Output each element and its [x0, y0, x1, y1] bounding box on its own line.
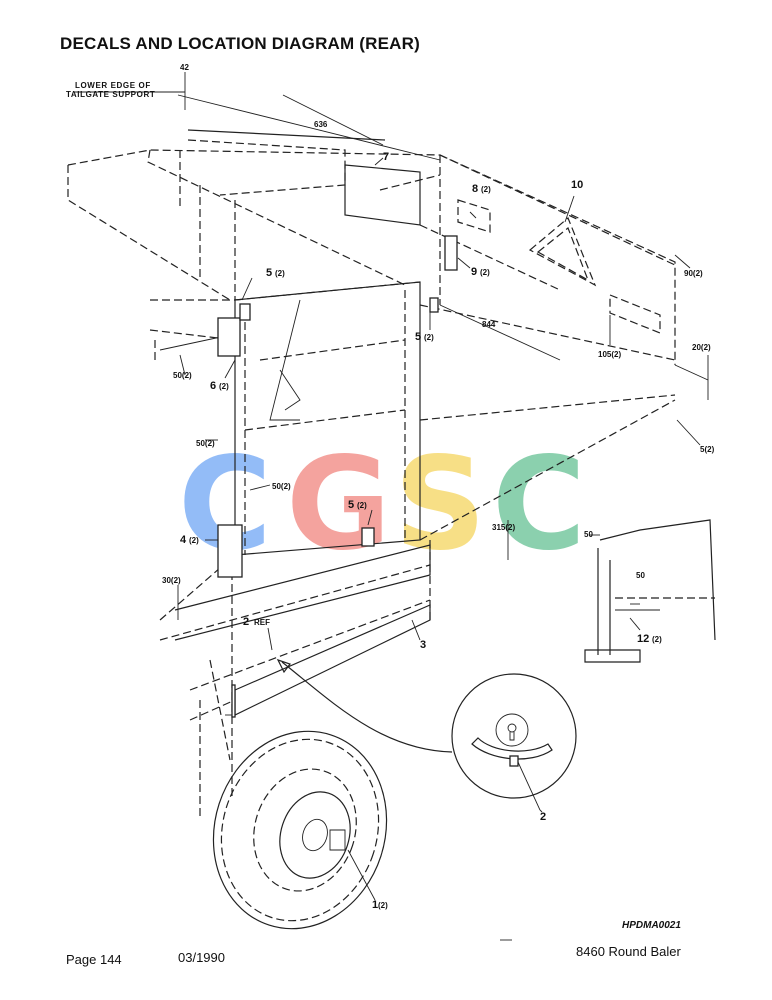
dim-5-right: 5(2)	[700, 445, 715, 454]
dim-50-inset-top: 50	[584, 530, 593, 539]
dim-105: 105(2)	[598, 350, 621, 359]
tailgate-top-structure	[67, 91, 676, 365]
dim-844: 844	[482, 320, 496, 329]
decal-9	[444, 235, 458, 271]
callout-5-top-qty: (2)	[275, 269, 285, 278]
decal-5-center	[361, 527, 375, 547]
callout-12-qty: (2)	[652, 635, 662, 644]
dim-42: 42	[180, 63, 189, 72]
dim-50-b: 50(2)	[196, 439, 215, 448]
watermark-letter-s: S	[394, 430, 486, 579]
lower-edge-label-line2: TAILGATE SUPPORT	[66, 90, 155, 99]
dim-50-inset: 50	[636, 571, 645, 580]
lower-edge-label-line1: LOWER EDGE OF	[75, 81, 151, 90]
side-panel	[149, 281, 676, 556]
zoom-detail	[276, 658, 577, 811]
dim-20: 20(2)	[692, 343, 711, 352]
drawing-code: HPDMA0021	[622, 920, 681, 931]
decal-6	[217, 317, 241, 357]
watermark-letter-c2: C	[492, 430, 586, 579]
decal-4	[217, 524, 243, 578]
callout-2: 2	[540, 811, 546, 823]
decal-10	[528, 217, 597, 287]
callout-5-top: 5	[266, 267, 272, 279]
callout-2-ref: 2	[243, 616, 249, 628]
callout-8: 8	[472, 183, 478, 195]
callout-4-qty: (2)	[189, 536, 199, 545]
product-name: 8460 Round Baler	[576, 944, 681, 959]
callout-8-qty: (2)	[481, 185, 491, 194]
callout-6: 6	[210, 380, 216, 392]
annotations: LOWER EDGE OF TAILGATE SUPPORT 42 636 84…	[66, 63, 715, 585]
callout-7: 7	[383, 151, 389, 163]
lower-frame	[159, 540, 431, 820]
decal-5-top	[239, 303, 251, 321]
callout-4: 4	[180, 534, 187, 546]
callout-5-mid-qty: (2)	[424, 333, 434, 342]
page-number: Page 144	[66, 952, 122, 967]
leader-lines	[177, 72, 709, 901]
callout-3: 3	[420, 639, 426, 651]
decals	[217, 199, 661, 718]
dim-90: 90(2)	[684, 269, 703, 278]
callout-9-qty: (2)	[480, 268, 490, 277]
wheel	[212, 730, 388, 930]
dim-636: 636	[314, 120, 328, 129]
callout-2-ref-suffix: REF	[254, 618, 270, 627]
dim-50-a: 50(2)	[173, 371, 192, 380]
callout-5-mid: 5	[415, 331, 421, 343]
callout-1-qty: (2)	[378, 901, 388, 910]
callout-5-center-qty: (2)	[357, 501, 367, 510]
callout-10: 10	[571, 179, 583, 191]
dim-30: 30(2)	[162, 576, 181, 585]
inset-detail	[584, 519, 716, 663]
callout-5-center: 5	[348, 499, 354, 511]
page-date: 03/1990	[178, 950, 225, 965]
dim-315: 315(2)	[492, 523, 515, 532]
callout-12: 12	[637, 633, 649, 645]
watermark-letter-g: G	[286, 430, 391, 579]
callouts: 7 8 (2) 10 9 (2) 5 (2) 5 (2) 5 (2) 6 (2)…	[180, 151, 662, 911]
callout-9: 9	[471, 266, 477, 278]
dim-50-c: 50(2)	[272, 482, 291, 491]
watermark: C G S C	[178, 430, 586, 579]
callout-1: 1	[372, 899, 378, 911]
decal-8	[457, 199, 491, 233]
page-title: DECALS AND LOCATION DIAGRAM (REAR)	[60, 34, 420, 53]
decal-5-mid	[429, 297, 439, 313]
callout-6-qty: (2)	[219, 382, 229, 391]
